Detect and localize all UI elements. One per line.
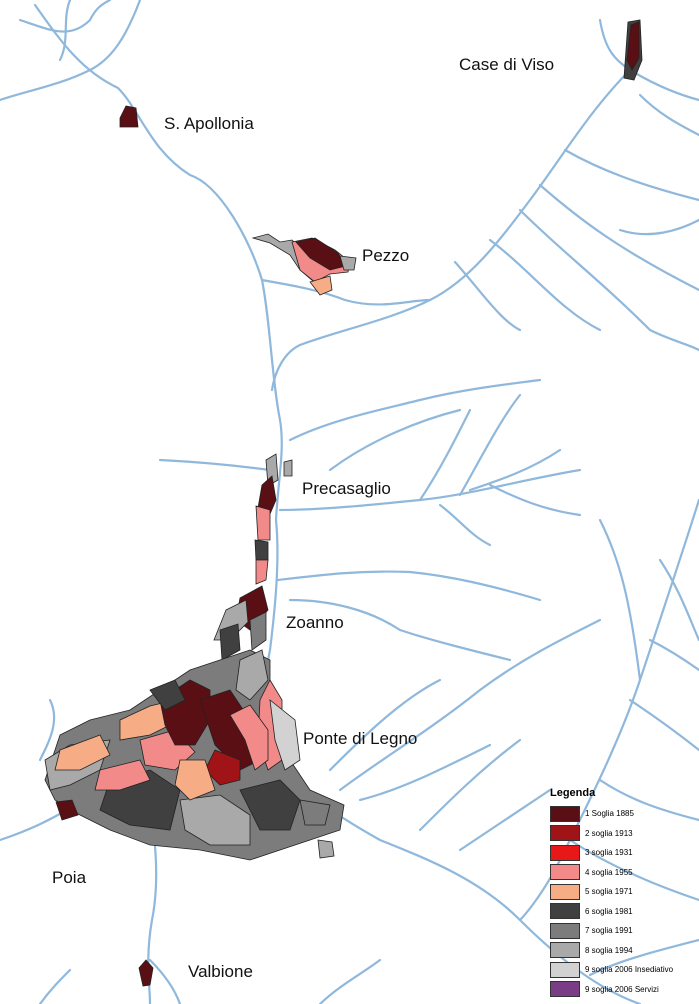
river-prec-trib-5 — [438, 503, 492, 547]
river-prec-trib-6 — [328, 408, 462, 472]
river-viso — [270, 68, 632, 392]
settlement-pezzo — [251, 233, 357, 296]
legend-item: 1 Soglia 1885 — [550, 804, 699, 824]
legend-swatch — [550, 805, 580, 822]
legend-item: 2 soglia 1913 — [550, 824, 699, 844]
legend-label: 7 soglia 1991 — [585, 926, 633, 936]
legend-title: Legenda — [550, 787, 596, 799]
river-right-6 — [568, 838, 699, 902]
legend-item: 5 soglia 1971 — [550, 882, 699, 902]
legend-swatch — [550, 961, 580, 978]
legend-label: 6 soglia 1981 — [585, 906, 633, 916]
river-prec-trib-4 — [488, 483, 582, 517]
legend-label: 1 Soglia 1885 — [585, 809, 634, 819]
river-bottom-right — [318, 958, 382, 1004]
legend-swatch — [550, 883, 580, 900]
legend-item: 7 soglia 1991 — [550, 921, 699, 941]
river-right-7 — [588, 938, 699, 977]
river-pdl-trib-4 — [458, 788, 552, 852]
legend-item: 3 soglia 1931 — [550, 843, 699, 863]
river-viso-trib-8 — [618, 218, 699, 236]
place-label-ponte-di-legno: Ponte di Legno — [303, 729, 418, 748]
legend-label: 9 soglia 2006 Insediativo — [585, 965, 674, 975]
legend-item: 9 soglia 2006 Insediativo — [550, 960, 699, 980]
place-label-valbione: Valbione — [188, 962, 253, 981]
legend-label: 3 soglia 1931 — [585, 848, 633, 858]
settlement-case-di-viso — [623, 19, 643, 81]
river-right-8 — [598, 518, 642, 682]
legend-item: 4 soglia 1955 — [550, 863, 699, 883]
river-zoanno-east-2 — [288, 598, 512, 662]
legend-swatch — [550, 981, 580, 998]
river-viso-trib-4 — [538, 183, 699, 292]
place-label-case-di-viso: Case di Viso — [459, 55, 555, 74]
river-poia-4 — [38, 968, 72, 1004]
river-viso-trib-5 — [518, 208, 699, 352]
place-label-poia: Poia — [52, 868, 87, 887]
river-pdl-trib-5 — [328, 678, 442, 772]
river-pdl-trib-3 — [418, 738, 522, 832]
legend-swatch — [550, 825, 580, 842]
river-upper-left — [0, 0, 142, 102]
river-viso-trib-7 — [453, 260, 522, 332]
settlement-s-apollonia — [119, 105, 139, 128]
map-legend: Legenda 1 Soglia 1885 2 soglia 1913 3 sogl… — [550, 787, 699, 999]
river-prec-trib-1 — [418, 408, 472, 502]
legend-swatch — [550, 864, 580, 881]
river-right-2 — [658, 558, 699, 642]
river-viso-trib-6 — [488, 238, 602, 332]
legend-label: 4 soglia 1955 — [585, 867, 633, 877]
river-main — [33, 3, 642, 1004]
river-viso-trib-2 — [638, 93, 699, 137]
river-right-4 — [628, 698, 699, 752]
legend-label: 8 soglia 1994 — [585, 945, 633, 955]
place-label-pezzo: Pezzo — [362, 246, 410, 265]
legend-item: 9 soglia 2006 Servizi — [550, 980, 699, 1000]
legend-item: 8 soglia 1994 — [550, 941, 699, 961]
legend-swatch — [550, 844, 580, 861]
river-pdl-trib-1 — [338, 618, 602, 792]
river-upper-left-2 — [18, 0, 112, 33]
legend-label: 9 soglia 2006 Servizi — [585, 984, 659, 994]
river-prec-left — [158, 458, 272, 472]
river-pezzo — [260, 278, 432, 306]
legend-label: 2 soglia 1913 — [585, 828, 633, 838]
settlement-zoanno — [213, 585, 269, 661]
place-label-precasaglio: Precasaglio — [302, 479, 391, 498]
river-viso-trib-1 — [628, 68, 699, 102]
river-prec-trib-2 — [458, 393, 522, 497]
river-prec-trib-3 — [468, 448, 562, 492]
place-label-s-apollonia: S. Apollonia — [164, 114, 254, 133]
river-right-3 — [648, 638, 699, 672]
river-poia-3 — [38, 698, 56, 762]
river-viso-trib-3 — [563, 148, 699, 202]
settlement-precasaglio — [254, 453, 293, 585]
legend-label: 5 soglia 1971 — [585, 887, 633, 897]
river-pdl-trib-2 — [358, 743, 492, 802]
legend-swatch — [550, 903, 580, 920]
legend-swatch — [550, 942, 580, 959]
legend-item: 6 soglia 1981 — [550, 902, 699, 922]
river-left-top — [58, 0, 72, 62]
place-label-zoanno: Zoanno — [286, 613, 344, 632]
legend-rows: 1 Soglia 1885 2 soglia 1913 3 soglia 1931 4… — [550, 804, 699, 999]
legend-swatch — [550, 922, 580, 939]
river-zoanno-east — [276, 570, 542, 602]
river-valbione — [148, 958, 182, 1004]
settlement-valbione — [138, 959, 154, 987]
river-right-5 — [598, 778, 699, 822]
river-prec-trib-7 — [288, 378, 542, 442]
settlement-ponte-di-legno — [44, 649, 345, 861]
